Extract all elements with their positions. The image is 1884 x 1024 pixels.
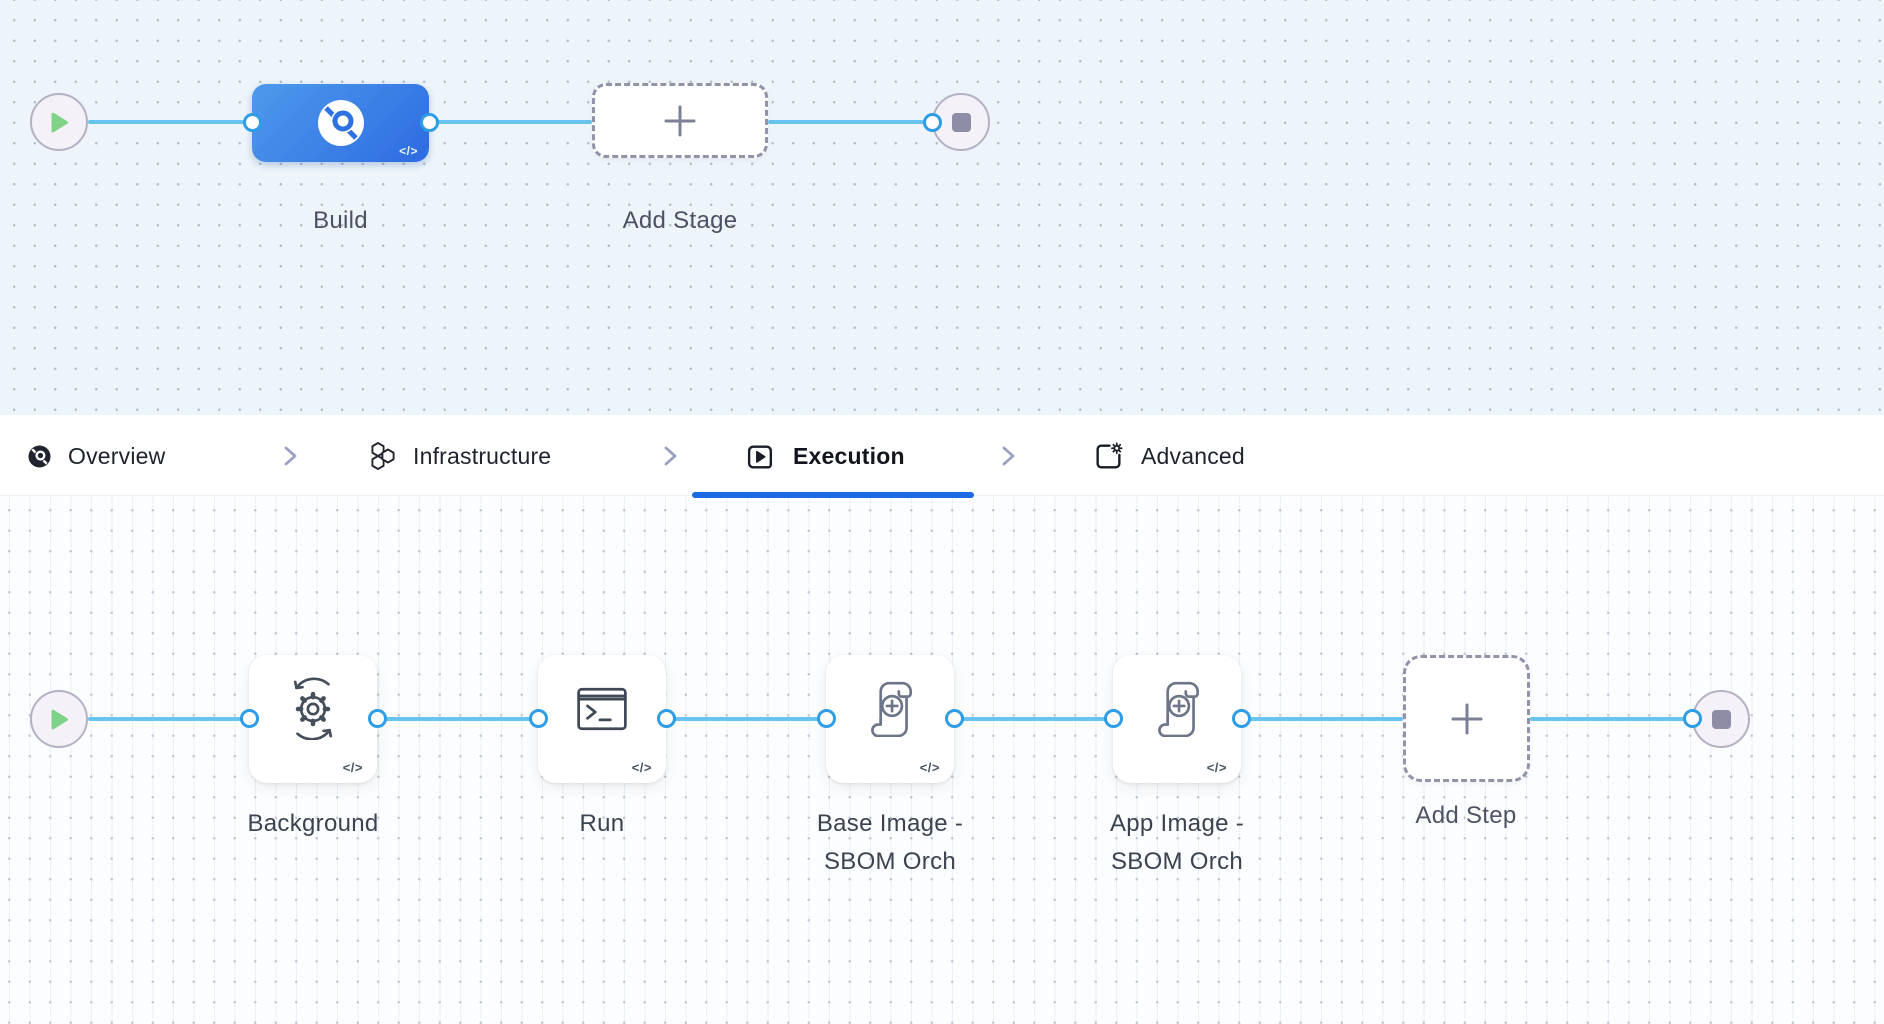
tab-infrastructure[interactable]: Infrastructure [366,440,551,472]
run-step-icon [575,685,629,733]
stage-graph-canvas[interactable]: </> Build Add Stage [0,0,1884,415]
background-step-icon [281,676,345,740]
pipeline-end-node [932,93,990,151]
stage-config-tab-bar: Overview Infrastructure [0,415,1884,498]
add-stage-button[interactable] [592,83,768,158]
connection-port[interactable] [419,112,439,132]
step-node-app-image-sbom-orch[interactable]: </> [1113,655,1241,783]
connection-port[interactable] [239,709,259,728]
connector-edge [768,120,932,124]
tab-label: Execution [793,442,905,469]
pipeline-start-node [30,93,88,151]
connection-port[interactable] [1231,709,1251,728]
tab-execution[interactable]: Execution [745,440,905,472]
connector-edge [954,717,1113,721]
add-step-button[interactable] [1403,655,1530,782]
plus-icon [663,104,697,138]
active-tab-underline [692,492,974,498]
connector-edge [88,717,249,721]
chevron-right-icon [280,445,300,467]
connection-port[interactable] [656,709,676,728]
connector-edge [666,717,826,721]
step-label: App Image - SBOM Orch [1109,810,1245,875]
tab-advanced[interactable]: Advanced [1093,440,1245,472]
connection-port[interactable] [922,112,942,132]
connector-edge [377,717,538,721]
connector-edge [429,120,592,124]
add-stage-label: Add Stage [622,207,738,234]
chevron-right-icon [660,445,680,467]
connection-port[interactable] [1103,709,1123,728]
stop-icon [951,112,971,132]
execution-start-node [30,690,88,748]
code-badge: </> [399,144,418,158]
step-node-background[interactable]: </> [249,655,377,783]
tab-label: Overview [68,442,166,469]
step-node-run[interactable]: </> [538,655,666,783]
tab-label: Infrastructure [413,442,552,469]
code-badge: </> [919,760,940,775]
infrastructure-icon [366,441,396,471]
sbom-orchestration-icon [860,677,920,737]
connector-edge [1241,717,1403,721]
overview-icon [28,444,51,468]
tab-label: Advanced [1141,442,1245,469]
connection-port[interactable] [242,112,262,132]
add-step-label: Add Step [1415,802,1517,829]
play-icon [50,709,69,730]
step-node-base-image-sbom-orch[interactable]: </> [826,655,954,783]
step-label: Run [579,810,625,837]
connection-port[interactable] [1682,709,1702,728]
advanced-icon [1093,441,1124,472]
stage-node-build[interactable]: </> [252,84,429,162]
chevron-right-icon [998,445,1018,467]
connector-edge [88,120,252,124]
stop-icon [1711,709,1731,729]
code-badge: </> [342,760,363,775]
connection-port[interactable] [944,709,964,728]
plus-icon [1449,701,1485,737]
execution-icon [745,441,776,472]
step-label: Background [247,810,379,837]
ci-build-stage-icon [317,99,365,147]
tab-overview[interactable]: Overview [28,440,165,472]
connection-port[interactable] [816,709,836,728]
code-badge: </> [631,760,652,775]
connection-port[interactable] [367,709,387,728]
execution-end-node [1692,690,1750,748]
play-icon [50,112,69,133]
sbom-orchestration-icon [1147,677,1207,737]
connection-port[interactable] [528,709,548,728]
step-label: Base Image - SBOM Orch [816,810,964,875]
code-badge: </> [1206,760,1227,775]
stage-label: Build [313,207,368,234]
execution-graph-canvas[interactable]: </> </> [0,496,1884,1024]
connector-edge [1530,717,1692,721]
